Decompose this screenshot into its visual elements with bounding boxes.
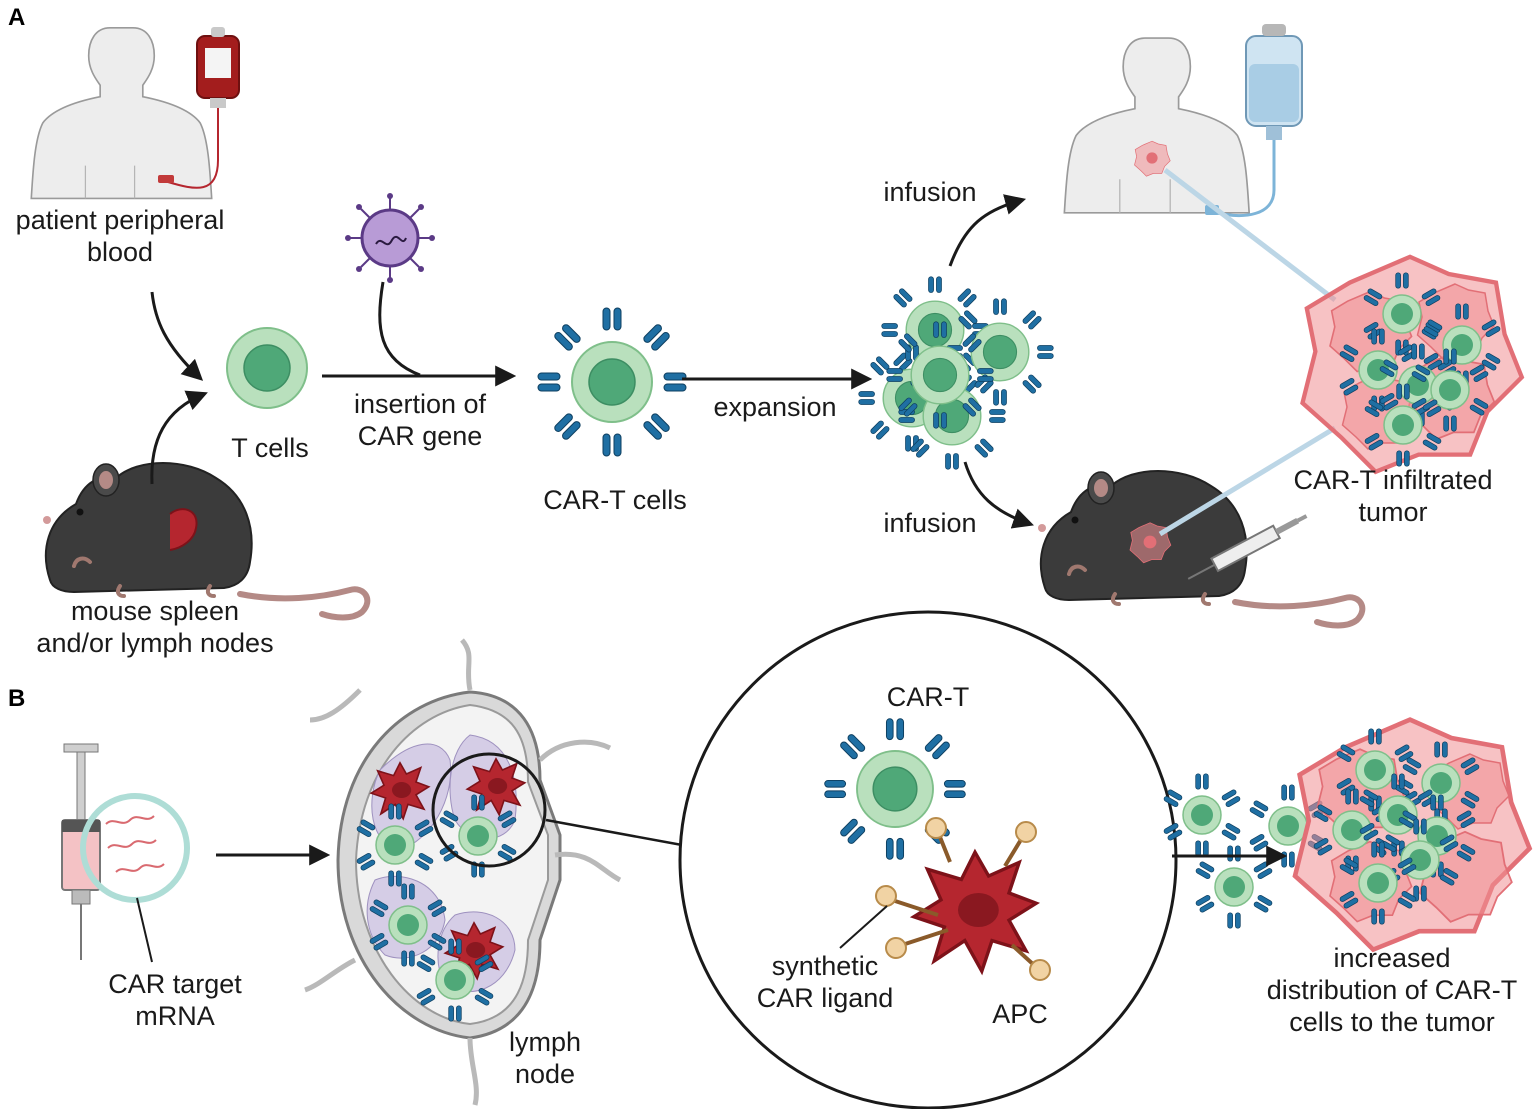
label-lymph-line1: lymph xyxy=(508,1027,582,1057)
label-tumor-line1: CAR-T infiltrated xyxy=(1293,465,1493,495)
tumor-in-patient-icon xyxy=(1134,140,1171,177)
label-lymph-line2: node xyxy=(514,1059,576,1089)
car-t-infiltrated-tumor-b xyxy=(1295,720,1530,950)
label-expansion: expansion xyxy=(713,392,837,422)
label-apc: APC xyxy=(992,999,1048,1029)
mouse-recipient-illustration xyxy=(1036,469,1366,629)
arrow-blood-to-tcell xyxy=(150,291,204,381)
label-mouse-line1: mouse spleen xyxy=(70,596,240,626)
label-insertion-line2: CAR gene xyxy=(357,421,483,451)
mrna-syringe-icon xyxy=(61,743,190,963)
zoom-line-mouse xyxy=(1158,425,1337,537)
label-mrna-line2: mRNA xyxy=(135,1001,215,1031)
label-increased-distribution: increased distribution of CAR-T cells to… xyxy=(1262,942,1522,1038)
label-infusion-top: infusion xyxy=(883,177,977,207)
label-car-t-cells: CAR-T cells xyxy=(543,485,687,515)
car-t-infiltrated-tumor-a xyxy=(1303,257,1522,472)
label-synthetic-ligand: synthetic CAR ligand xyxy=(740,950,910,1014)
label-tumor-line2: tumor xyxy=(1358,497,1428,527)
label-result-line1: increased xyxy=(1333,943,1451,973)
zoom-circle-small xyxy=(431,752,547,868)
patient-recipient-illustration xyxy=(1063,37,1251,214)
mouse-illustration xyxy=(41,461,371,621)
label-mouse-line2: and/or lymph nodes xyxy=(36,628,274,658)
label-patient-line2: blood xyxy=(86,237,154,267)
virus-icon xyxy=(345,193,435,283)
arrow-infusion-top xyxy=(948,194,1027,267)
zoom-inset xyxy=(678,610,1178,1109)
label-insertion: insertion of CAR gene xyxy=(330,388,510,452)
label-t-cells: T cells xyxy=(231,433,309,463)
label-insertion-line1: insertion of xyxy=(353,389,487,419)
label-infiltrated-tumor: CAR-T infiltrated tumor xyxy=(1268,464,1518,528)
label-mrna-line1: CAR target xyxy=(108,969,242,999)
label-lymph-node: lymph node xyxy=(495,1026,595,1090)
label-mouse-source: mouse spleen and/or lymph nodes xyxy=(20,595,290,659)
iv-bag-icon xyxy=(1205,24,1303,217)
virus-connector xyxy=(378,281,421,377)
label-infusion-bottom: infusion xyxy=(883,508,977,538)
arrow-infusion-bottom xyxy=(963,461,1034,529)
lymph-node-illustration xyxy=(304,638,622,1106)
patient-illustration xyxy=(30,27,213,200)
label-patient-line1: patient peripheral xyxy=(15,205,225,235)
blood-bag-icon xyxy=(158,27,240,189)
panel-label-a: A xyxy=(8,4,26,31)
expanded-car-t-cluster xyxy=(859,277,1054,470)
label-patient-blood: patient peripheral blood xyxy=(0,204,240,268)
tumor-in-mouse-icon xyxy=(1129,522,1172,564)
zoom-connector xyxy=(545,818,683,847)
label-result-line2: distribution of CAR-T xyxy=(1266,975,1518,1005)
label-ligand-line2: CAR ligand xyxy=(756,983,894,1013)
zoom-line-patient xyxy=(1163,168,1337,302)
label-car-target-mrna: CAR target mRNA xyxy=(90,968,260,1032)
label-ligand-line1: synthetic xyxy=(771,951,879,981)
car-t-cell-icon xyxy=(538,308,686,456)
label-result-line3: cells to the tumor xyxy=(1289,1007,1495,1037)
syringe-icon xyxy=(1187,514,1308,580)
arrow-mouse-to-tcell xyxy=(150,390,208,485)
label-car-t: CAR-T xyxy=(886,682,970,712)
t-cell-icon xyxy=(226,327,308,409)
panel-label-b: B xyxy=(8,685,26,712)
